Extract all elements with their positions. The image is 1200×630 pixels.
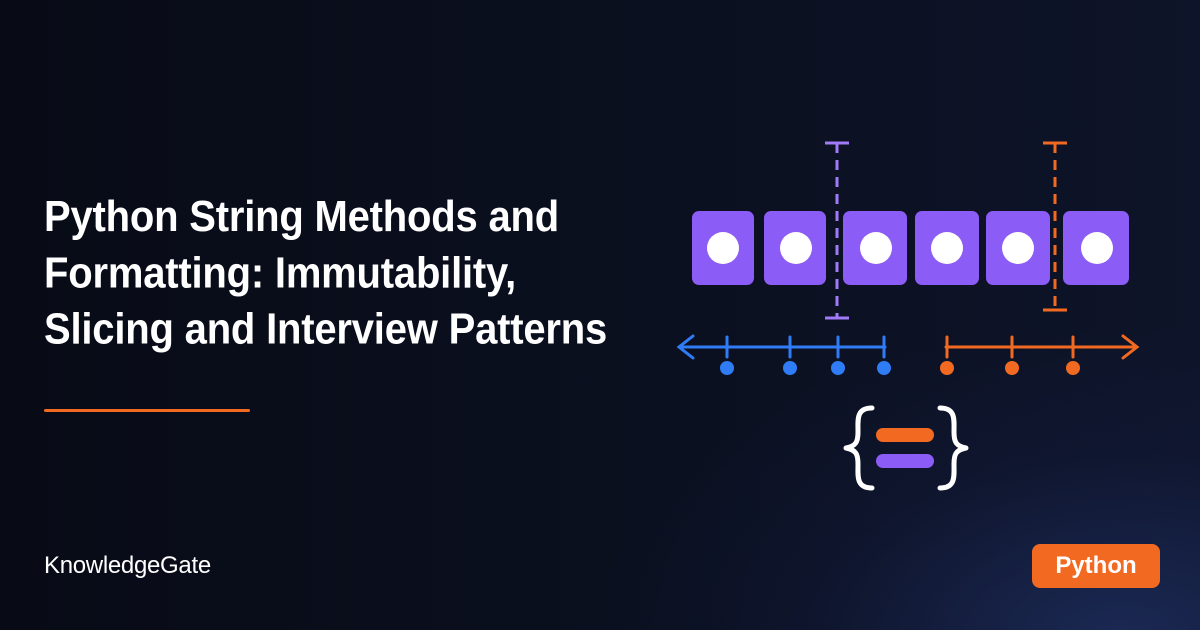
index-dot: [877, 361, 891, 375]
right-arrow-icon: [1121, 334, 1140, 360]
purple-slice-marker-icon: [825, 141, 849, 320]
string-cell: [986, 211, 1050, 285]
index-dot: [831, 361, 845, 375]
index-dot: [940, 361, 954, 375]
title-line-3: Slicing and Interview Patterns: [44, 305, 608, 354]
python-tag-badge: Python: [1032, 544, 1160, 588]
blue-index-markers: [720, 361, 891, 375]
string-cell: [915, 211, 979, 285]
curly-braces-icon: [843, 405, 969, 491]
index-dot: [783, 361, 797, 375]
index-dot: [1005, 361, 1019, 375]
string-cells: [692, 211, 1129, 285]
string-cell: [843, 211, 907, 285]
index-dot: [720, 361, 734, 375]
orange-index-axis: [944, 334, 1140, 360]
string-cell: [1063, 211, 1129, 285]
blue-index-axis: [676, 334, 887, 360]
index-dot: [1066, 361, 1080, 375]
title-underline: [44, 409, 250, 412]
orange-slice-marker-icon: [1043, 141, 1067, 312]
string-cell: [764, 211, 826, 285]
left-arrow-icon: [676, 334, 695, 360]
title-line-2: Formatting: Immutability,: [44, 249, 517, 297]
page-title: Python String Methods and Formatting: Im…: [44, 189, 684, 357]
orange-index-markers: [940, 361, 1080, 375]
title-line-1: Python String Methods and: [44, 193, 559, 241]
string-cell: [692, 211, 754, 285]
brand-logo-text: KnowledgeGate: [44, 552, 211, 579]
